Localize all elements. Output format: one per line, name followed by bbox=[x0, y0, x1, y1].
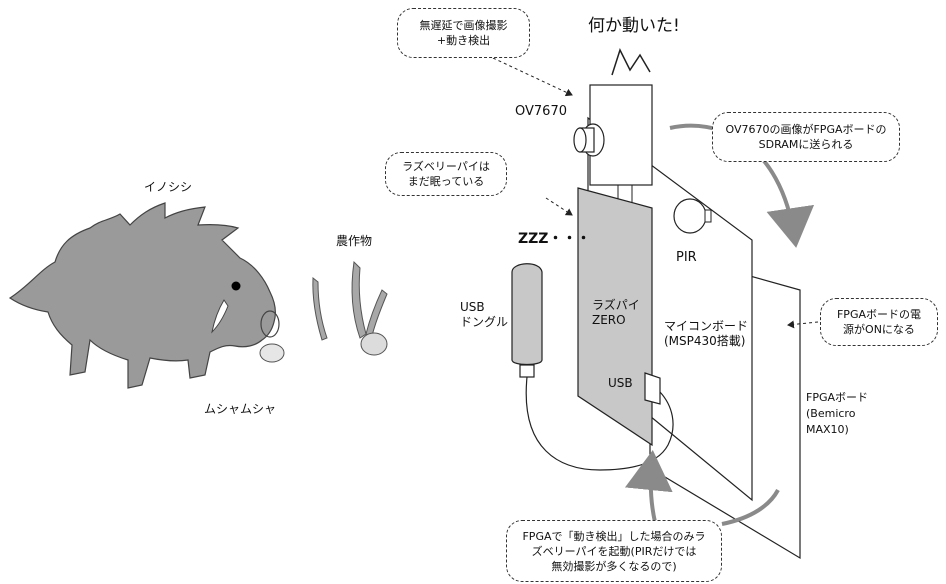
munch-label: ムシャムシャ bbox=[204, 402, 277, 416]
usb-cable bbox=[525, 376, 674, 471]
usb-port-label: USB bbox=[608, 376, 633, 390]
pir-label: PIR bbox=[676, 250, 697, 265]
transfer-bubble-line1: OV7670の画像がFPGAボードの bbox=[725, 123, 887, 136]
zzz-label: ZZZ・・・ bbox=[518, 231, 591, 247]
fpga-label-line2: (Bemicro bbox=[806, 407, 856, 420]
boar-shape bbox=[8, 202, 276, 389]
food-lump bbox=[259, 343, 285, 363]
fpga-to-bubble-arrow bbox=[721, 488, 780, 526]
power-bubble-line2: 源がONになる bbox=[843, 323, 915, 336]
sleeping-bubble: ラズベリーパイは まだ眠っている bbox=[385, 152, 507, 196]
pir-icon bbox=[673, 198, 707, 234]
capture-bubble-line2: +動き検出 bbox=[436, 34, 491, 47]
sleeping-bubble-line1: ラズベリーパイは bbox=[402, 160, 490, 173]
sleeping-pointer bbox=[545, 197, 573, 216]
boar-eye bbox=[231, 281, 241, 291]
power-bubble: FPGAボードの電 源がONになる bbox=[820, 298, 938, 346]
mcu-label-line2: (MSP430搭載) bbox=[664, 334, 746, 348]
fpga-label-line1: FPGAボード bbox=[806, 391, 869, 404]
raspi-label: ラズパイ ZERO bbox=[592, 298, 640, 328]
usb-dongle bbox=[511, 263, 543, 366]
power-bubble-line1: FPGAボードの電 bbox=[836, 308, 921, 321]
wake-bubble: FPGAで「動き検出」した場合のみラ ズベリーパイを起動(PIRだけでは 無効撮… bbox=[506, 520, 722, 582]
capture-pointer bbox=[492, 57, 573, 97]
transfer-bubble-line2: SDRAMに送られる bbox=[758, 138, 854, 151]
capture-bubble: 無遅延で画像撮影 +動き検出 bbox=[397, 8, 530, 58]
usb-dongle-label: USB ドングル bbox=[460, 300, 508, 330]
mcu-label-line1: マイコンボード bbox=[664, 319, 749, 333]
crop-stalk-3 bbox=[365, 289, 388, 337]
boar-tusk bbox=[211, 299, 229, 334]
raspi-label-line1: ラズパイ bbox=[592, 298, 640, 312]
boar-label: イノシシ bbox=[144, 180, 193, 194]
fpga-label: FPGAボード (Bemicro MAX10) bbox=[806, 390, 868, 438]
power-pointer bbox=[787, 320, 819, 329]
usb-dongle-label-line2: ドングル bbox=[460, 315, 509, 329]
usb-dongle-label-line1: USB bbox=[460, 300, 485, 314]
crop-ball bbox=[360, 332, 388, 356]
capture-bubble-line1: 無遅延で画像撮影 bbox=[419, 19, 508, 32]
mcu-label: マイコンボード (MSP430搭載) bbox=[664, 319, 748, 349]
wake-bubble-line2: ズベリーパイを起動(PIRだけでは bbox=[531, 544, 697, 558]
motion-zigzag bbox=[611, 48, 651, 76]
sleeping-bubble-line2: まだ眠っている bbox=[407, 175, 485, 188]
raspi-label-line2: ZERO bbox=[592, 313, 626, 327]
fpga-label-line3: MAX10) bbox=[806, 423, 849, 436]
crop-stalk-1 bbox=[312, 276, 328, 341]
wake-bubble-line3: 無効撮影が多くなるので) bbox=[551, 559, 677, 573]
crops-label: 農作物 bbox=[336, 234, 373, 248]
camera-label: OV7670 bbox=[515, 104, 567, 119]
wake-bubble-line1: FPGAで「動き検出」した場合のみラ bbox=[522, 529, 706, 543]
motion-label: 何か動いた! bbox=[588, 16, 680, 36]
wake-arrow bbox=[624, 450, 673, 523]
raspi-board bbox=[577, 187, 653, 447]
transfer-bubble: OV7670の画像がFPGAボードの SDRAMに送られる bbox=[712, 112, 900, 162]
crop-stalk-2 bbox=[351, 260, 367, 339]
usb-port-icon bbox=[644, 372, 661, 405]
boar-snout bbox=[260, 310, 280, 338]
